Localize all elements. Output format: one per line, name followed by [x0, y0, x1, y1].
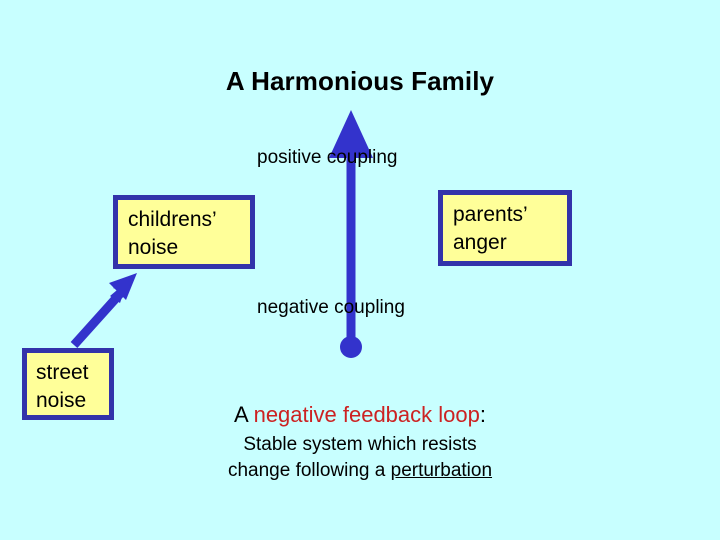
label-positive-coupling: positive coupling [257, 147, 398, 168]
caption-heading-prefix: A [234, 402, 254, 427]
caption-heading: A negative feedback loop: [0, 402, 720, 428]
label-negative-coupling: negative coupling [257, 297, 405, 318]
coupling-arrow-ball [340, 336, 362, 358]
caption-body-line1: Stable system which resists [243, 433, 477, 455]
caption-block: A negative feedback loop: Stable system … [0, 402, 720, 483]
caption-heading-accent: negative feedback loop [253, 402, 480, 427]
street-noise-arrow-head-fill [109, 273, 137, 300]
caption-body: Stable system which resists change follo… [0, 432, 720, 483]
box-parents-anger: parents’ anger [438, 190, 572, 266]
caption-body-line2-underlined: perturbation [390, 459, 493, 481]
caption-body-line2-prefix: change following a [227, 459, 391, 481]
caption-heading-suffix: : [479, 402, 486, 427]
street-noise-arrow-head [110, 274, 136, 303]
box-childrens-noise: childrens’ noise [113, 195, 255, 269]
street-noise-arrow-shaft [70, 282, 131, 349]
box-street-noise: street noise [22, 348, 114, 420]
street-noise-arrow [70, 273, 137, 349]
page-title: A Harmonious Family [225, 66, 495, 96]
caption-body-line2: change following a perturbation [0, 458, 720, 484]
